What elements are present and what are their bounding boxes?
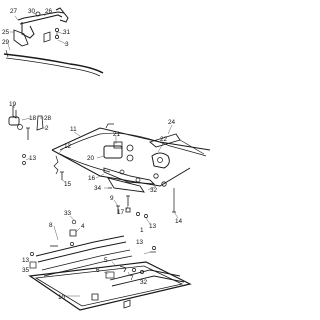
part-label-8: 8 [49, 222, 53, 229]
part-label-13-mid: 13 [136, 239, 144, 246]
part-label-2: 2 [45, 125, 49, 132]
part-label-34: 34 [94, 185, 102, 192]
part-label-14: 14 [175, 218, 183, 225]
part-label-22: 22 [160, 136, 168, 143]
part-label-19: 19 [9, 101, 17, 108]
part-label-26: 26 [45, 8, 53, 15]
part-label-5: 5 [104, 257, 108, 264]
part-label-32: 32 [150, 187, 158, 194]
part-label-15: 15 [64, 181, 72, 188]
part-label-11: 11 [70, 126, 77, 133]
sunroof-panel-assembly [28, 219, 192, 311]
part-number-labels: 27 30 26 25 31 3 29 19 18 28 2 13 12 15 … [2, 8, 183, 301]
part-label-6: 6 [96, 267, 100, 274]
part-label-13-lower: 13 [22, 257, 30, 264]
part-label-30: 30 [28, 8, 36, 15]
part-label-20: 20 [87, 155, 95, 162]
part-label-25: 25 [2, 29, 10, 36]
leader-lines [7, 12, 179, 297]
part-label-4: 4 [81, 223, 85, 230]
exploded-parts-drawing: 27 30 26 25 31 3 29 19 18 28 2 13 12 15 … [2, 7, 211, 311]
part-label-13-left: 13 [29, 155, 37, 162]
part-label-24: 24 [168, 119, 176, 126]
part-label-3: 3 [65, 41, 69, 48]
part-label-1: 1 [140, 227, 144, 234]
part-label-32-lower: 32 [140, 279, 148, 286]
part-label-28: 28 [44, 115, 52, 122]
part-label-31: 31 [63, 29, 71, 36]
part-label-7: 7 [130, 275, 134, 282]
part-label-10: 10 [58, 294, 66, 301]
left-small-parts [8, 106, 44, 165]
part-label-21: 21 [113, 131, 121, 138]
deflector-assembly [3, 7, 104, 77]
part-label-18: 18 [29, 115, 37, 122]
part-label-29: 29 [2, 39, 10, 46]
part-label-17: 17 [117, 209, 125, 216]
part-label-13-right: 13 [149, 223, 157, 230]
part-label-9: 9 [110, 195, 114, 202]
part-label-33: 33 [64, 210, 72, 217]
frame-and-cable-assembly [51, 123, 211, 218]
part-label-16: 16 [88, 175, 96, 182]
part-label-12: 12 [64, 143, 72, 150]
part-label-27: 27 [10, 8, 18, 15]
parts-diagram: 27 30 26 25 31 3 29 19 18 28 2 13 12 15 … [2, 7, 211, 311]
part-label-35: 35 [22, 267, 30, 274]
